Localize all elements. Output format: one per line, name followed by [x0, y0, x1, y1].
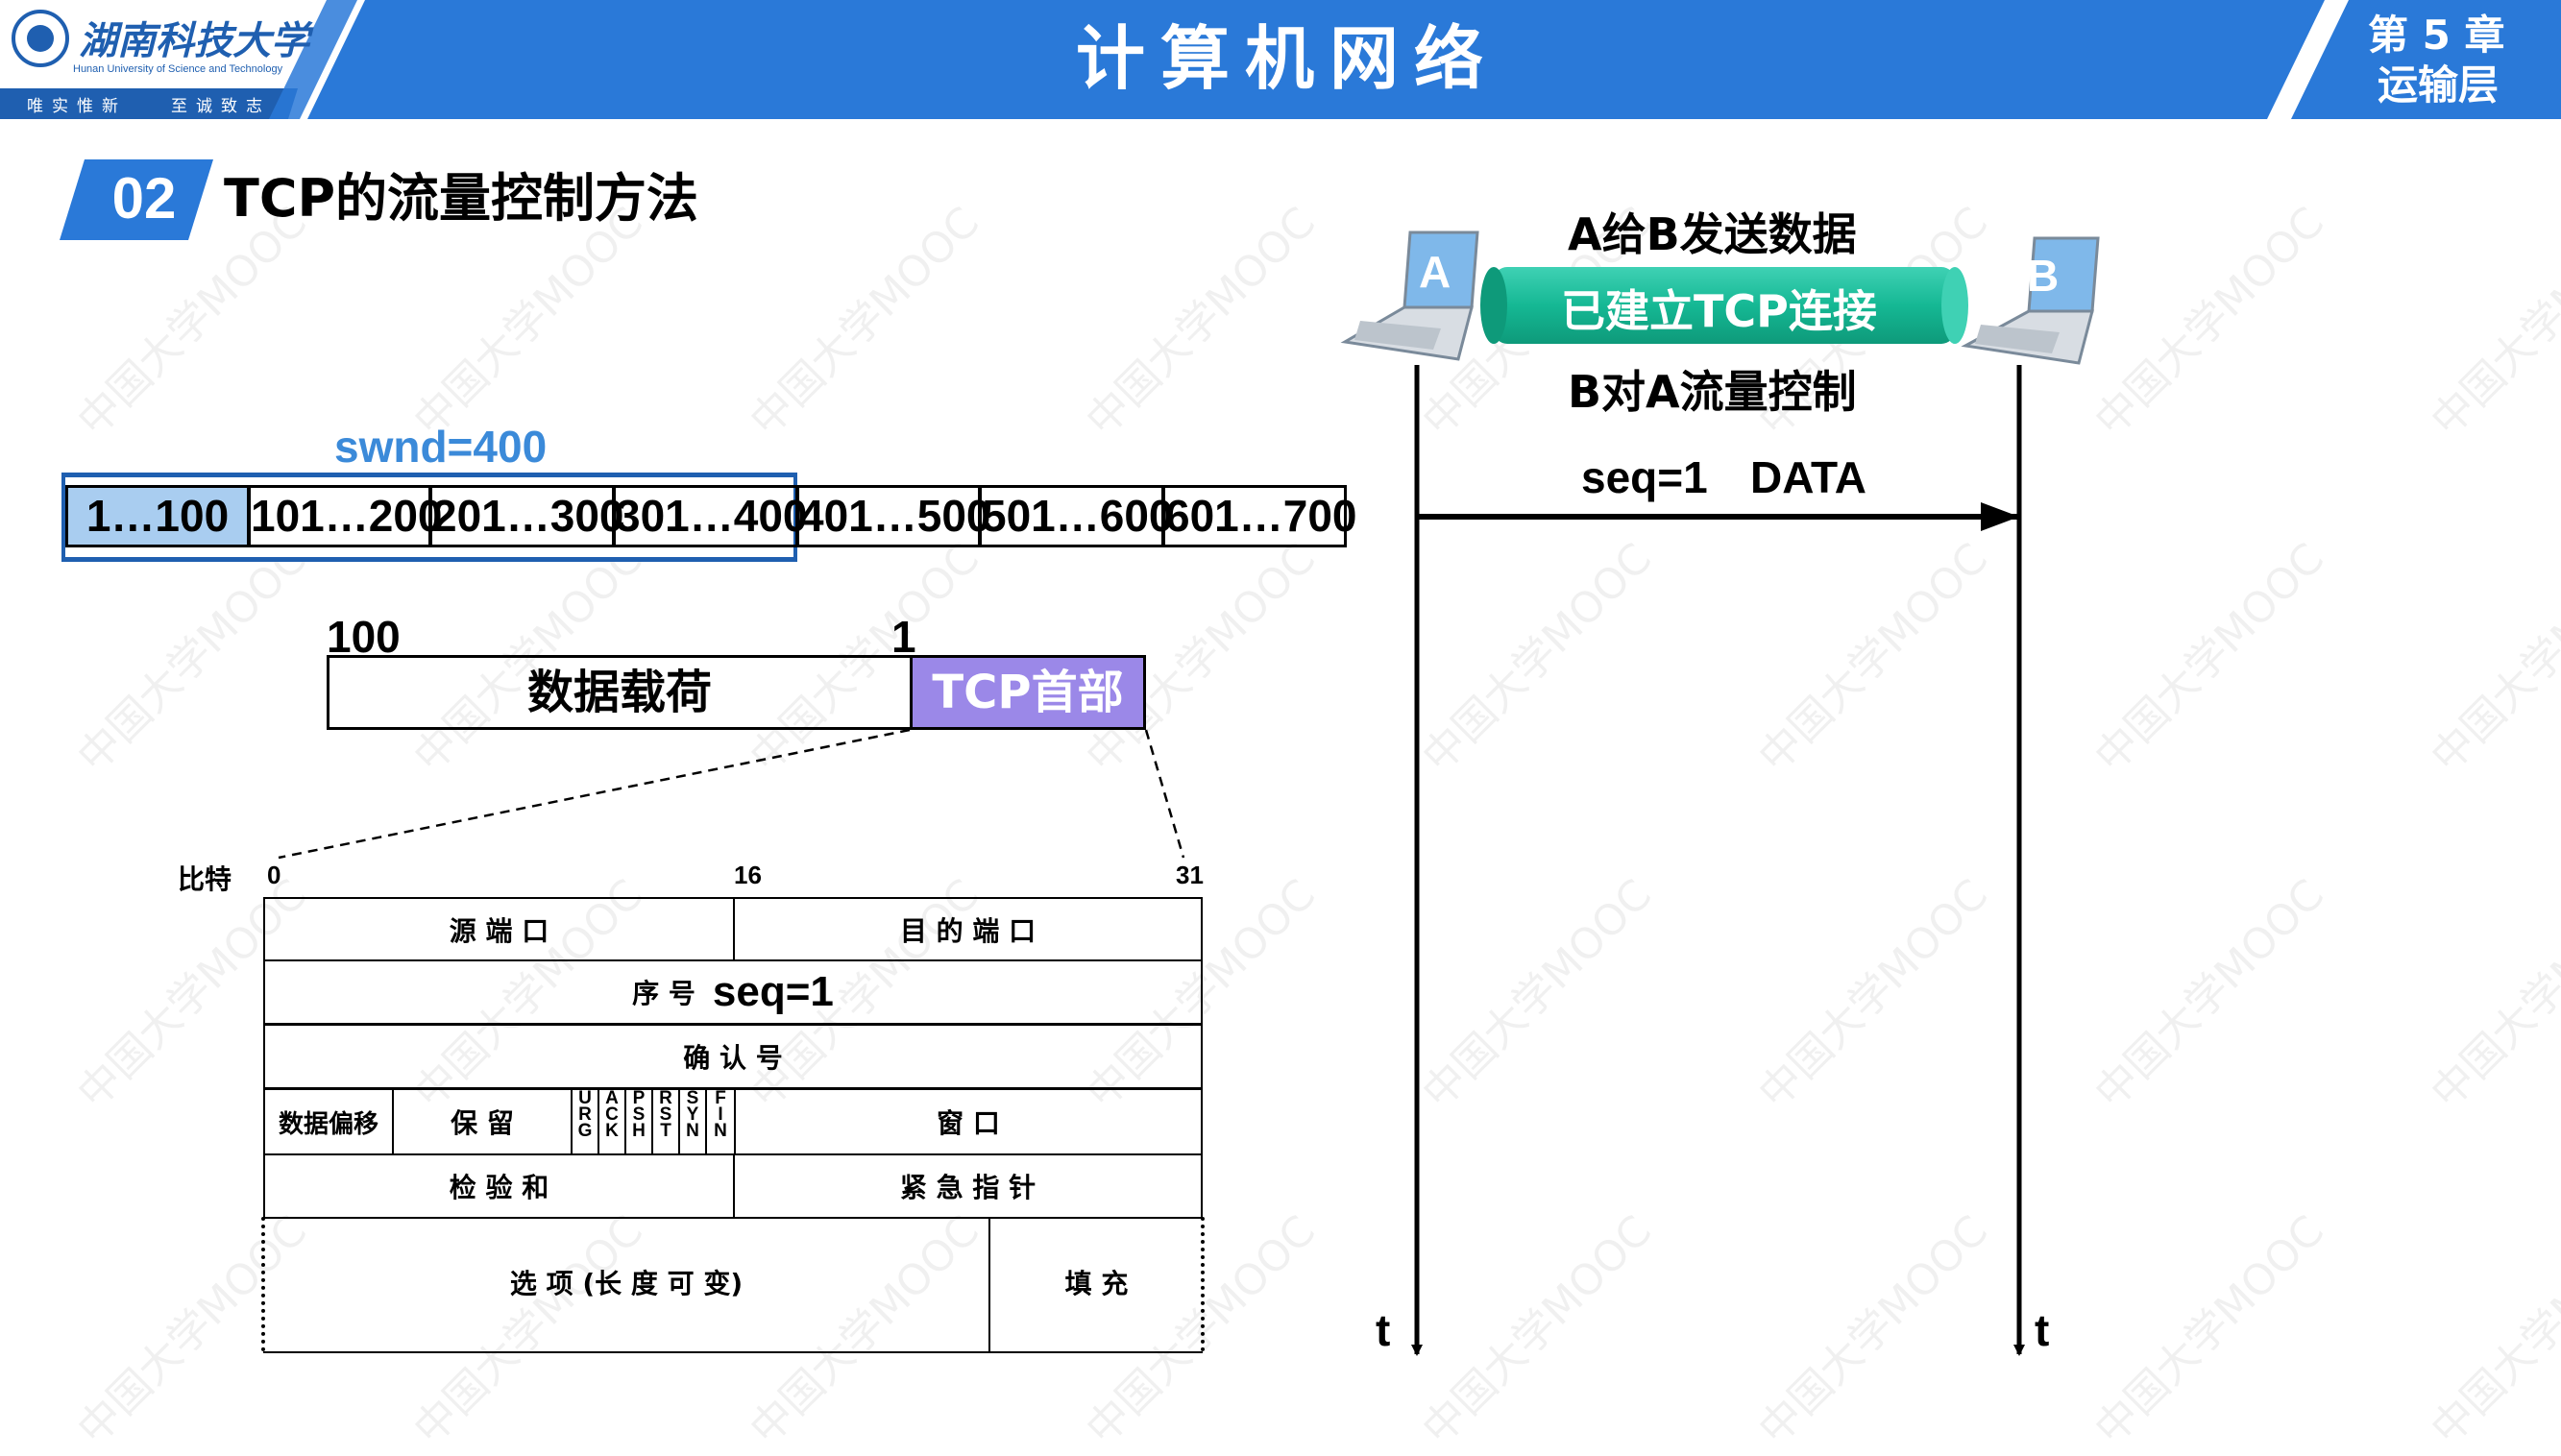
byte-cell: 501…600 — [979, 485, 1174, 547]
byte-cell: 401…500 — [796, 485, 991, 547]
segment-num-left: 100 — [327, 612, 401, 662]
swnd-label: swnd=400 — [334, 422, 548, 472]
university-name: 湖南科技大学 — [79, 18, 309, 63]
byte-cell: 301…400 — [613, 485, 808, 547]
dst-port-field: 目 的 端 口 — [733, 897, 1203, 961]
segment-num-right: 1 — [891, 612, 916, 662]
header-bar — [0, 0, 2561, 119]
caption-top: A给B发送数据 — [1568, 208, 1857, 260]
time-axis-a-label: t — [1376, 1305, 1391, 1355]
bit-31: 31 — [1176, 861, 1204, 889]
reserved-field: 保 留 — [392, 1088, 573, 1155]
message-data: DATA — [1750, 452, 1866, 502]
options-divider — [988, 1217, 990, 1351]
motto-left: 唯实惟新 — [27, 97, 127, 116]
message-seq: seq=1 — [1581, 452, 1708, 502]
bit-0: 0 — [267, 861, 281, 889]
options-left-dots — [261, 1217, 265, 1351]
caption-bottom: B对A流量控制 — [1568, 366, 1857, 418]
host-b-label: B — [2027, 251, 2060, 301]
section-number: 02 — [111, 166, 177, 231]
byte-cell: 601…700 — [1162, 485, 1357, 547]
bits-label: 比特 — [178, 863, 232, 895]
padding-field: 填 充 — [1064, 1268, 1129, 1299]
options-right-dots — [1201, 1217, 1205, 1351]
university-name-en: Hunan University of Science and Technolo… — [73, 63, 283, 75]
byte-cell: 1…100 — [65, 485, 250, 547]
university-logo — [12, 10, 69, 67]
options-row: 选 项 (长 度 可 变) 填 充 — [261, 1217, 1205, 1353]
bit-16: 16 — [734, 861, 762, 889]
offset-field: 数据偏移 — [263, 1088, 394, 1155]
urgent-pointer-field: 紧 急 指 针 — [733, 1153, 1203, 1219]
connection-label: 已建立TCP连接 — [1561, 285, 1877, 337]
segment-payload: 数据载荷 — [327, 655, 913, 730]
byte-cell: 201…300 — [429, 485, 624, 547]
src-port-field: 源 端 口 — [263, 897, 735, 961]
seq-field-label: 序 号 — [632, 978, 695, 1009]
sent-region — [65, 485, 248, 547]
course-title: 计算机网络 — [1076, 18, 1500, 99]
options-field: 选 项 (长 度 可 变) — [509, 1268, 744, 1299]
chapter-number: 第 5 章 — [2368, 12, 2505, 59]
host-a-label: A — [1419, 247, 1451, 297]
motto-right: 至诚致志 — [171, 97, 271, 116]
chapter-name: 运输层 — [2378, 61, 2500, 109]
section-title: TCP的流量控制方法 — [224, 168, 699, 229]
window-field: 窗 口 — [734, 1088, 1203, 1155]
section-badge — [60, 159, 213, 240]
segment-tcp-header: TCP首部 — [910, 655, 1146, 730]
checksum-field: 检 验 和 — [263, 1153, 735, 1219]
ack-field: 确 认 号 — [263, 1024, 1203, 1089]
time-axis-b-label: t — [2035, 1305, 2050, 1355]
seq-field: 序 号 seq=1 — [263, 959, 1203, 1025]
seq-field-value: seq=1 — [712, 968, 834, 1015]
